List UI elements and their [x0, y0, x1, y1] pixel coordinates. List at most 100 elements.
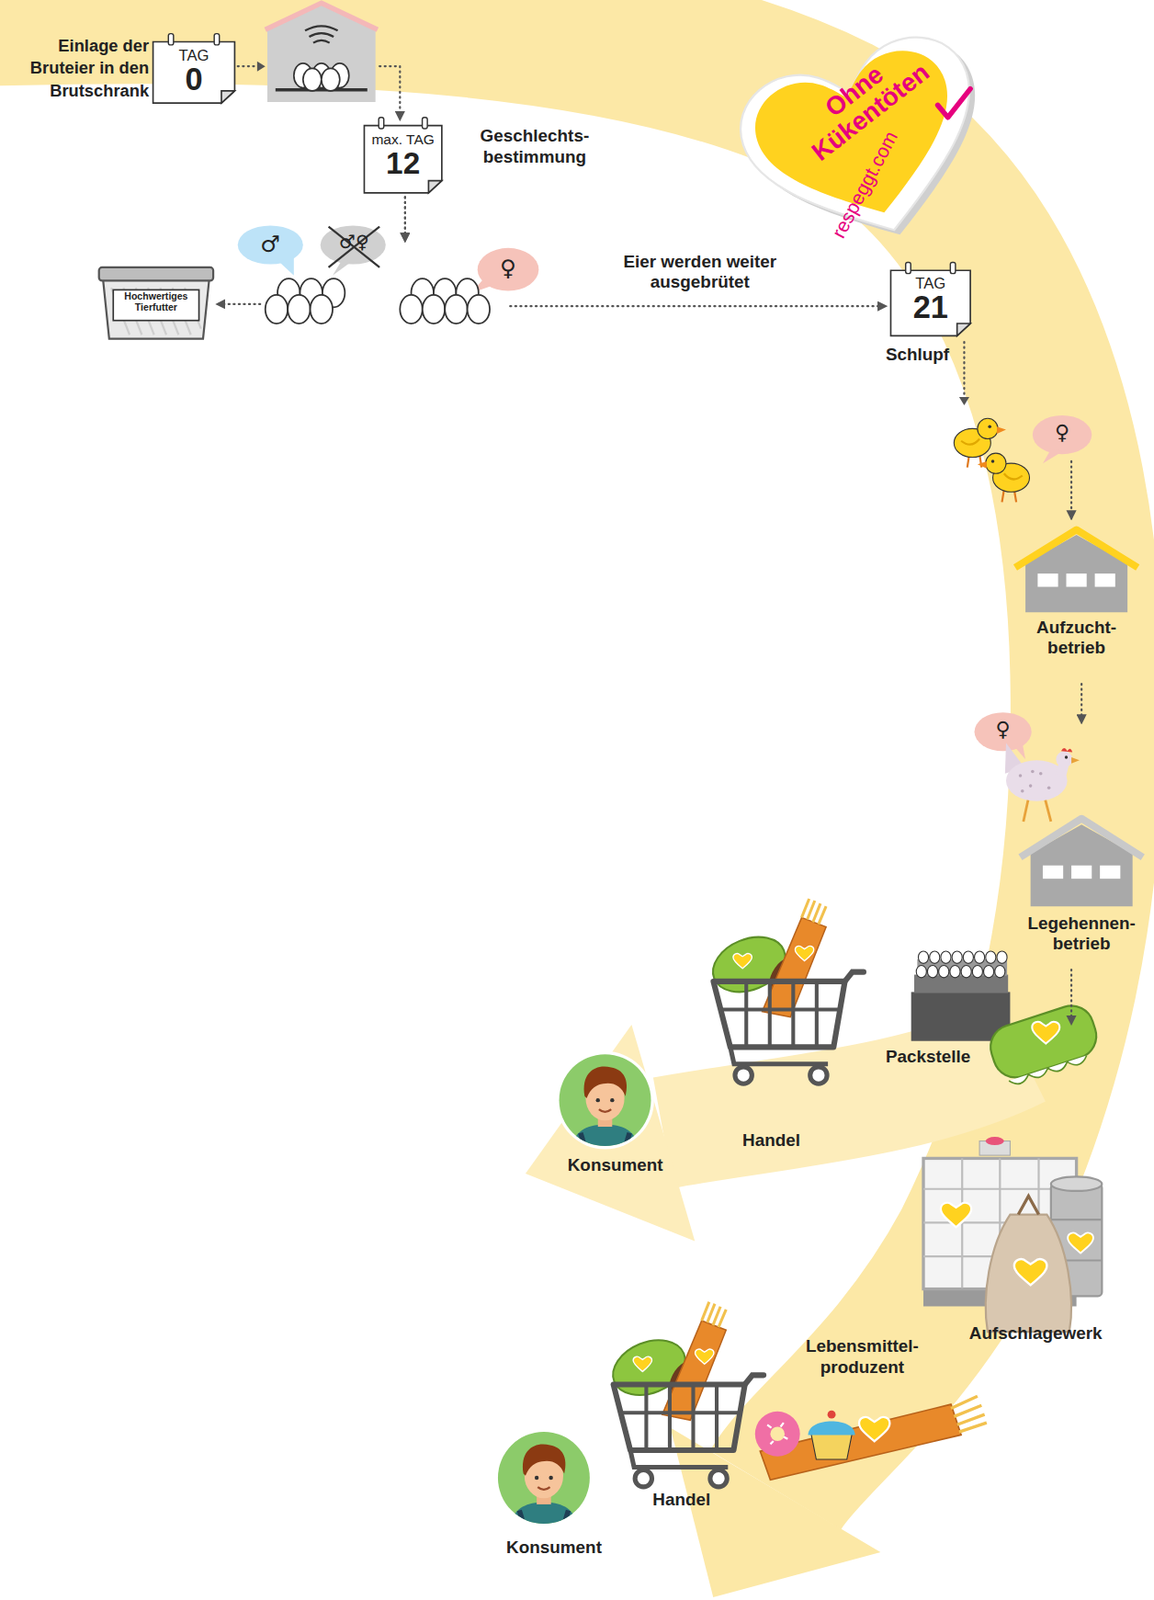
dotted-arrow [1080, 683, 1083, 723]
tub-shape [111, 287, 202, 335]
rearing-barn [1015, 529, 1138, 612]
chicks [1004, 473, 1023, 479]
hen [1018, 773, 1023, 778]
egg-clusters [422, 294, 445, 324]
rearing-farm: Aufzucht- betrieb [1015, 522, 1138, 677]
egg-trays [1008, 1054, 1089, 1087]
egg-clusters [467, 294, 490, 324]
calendar-day: max. TAG12Geschlechts- bestimmung [362, 122, 443, 194]
dotted-arrow [1070, 969, 1073, 1024]
liquid-egg-containers [1067, 1232, 1094, 1253]
chicks [996, 426, 1007, 434]
sex-bubbles [1032, 415, 1092, 454]
laying-barn [1042, 865, 1064, 879]
node-label: ♂ [249, 231, 291, 259]
hen [1064, 755, 1068, 759]
node-sublabel: 0 [151, 61, 236, 100]
food-products [859, 1416, 890, 1441]
node-sublabel: Schlupf [885, 344, 978, 365]
egg-trays [914, 974, 1008, 994]
node-label: max. TAG [362, 130, 443, 148]
egg-trays [927, 965, 938, 978]
dotted-arrow [404, 196, 407, 241]
node-sublabel: 12 [362, 145, 443, 182]
hen [1029, 783, 1033, 788]
hen [1047, 786, 1052, 791]
node-sublabel: 21 [889, 289, 972, 328]
food-producer: Lebensmittel- produzent [745, 1336, 980, 1475]
heart-shape [726, 22, 1012, 272]
incubator [321, 67, 340, 91]
hen [1061, 747, 1073, 752]
node-label: ♀ [487, 255, 529, 283]
flow-band [525, 1024, 695, 1241]
cal-shape [214, 33, 220, 46]
liquid-egg-containers [1014, 1258, 1048, 1285]
egg-trays [940, 950, 951, 963]
egg-trays [984, 999, 1105, 1089]
chicks [991, 459, 996, 464]
hen [1020, 789, 1025, 793]
incubator [303, 67, 322, 91]
chicks [959, 396, 970, 406]
dotted-arrow [237, 66, 401, 120]
egg-trays [911, 950, 1105, 1089]
edge-label: Eier werden weiter ausgebrütet [598, 251, 803, 294]
cal-shape [221, 90, 235, 103]
chicks [985, 452, 1007, 474]
food-products [755, 1411, 801, 1457]
node-label: Hochwertiges Tierfutter [114, 292, 197, 314]
hen [1005, 742, 1080, 822]
sex-bubbles [974, 712, 1032, 751]
egg-trays [974, 950, 985, 963]
chicks [953, 396, 1030, 502]
heart-shape [733, 27, 1012, 272]
calendar-day: TAG0 [151, 38, 236, 104]
egg-trays [917, 950, 928, 963]
egg-trays [916, 950, 1007, 978]
cal-shape [378, 117, 385, 129]
egg-trays [951, 950, 962, 963]
node-sublabel: Geschlechts- bestimmung [463, 126, 606, 169]
egg-clusters [265, 278, 490, 324]
liquid-egg-containers [985, 1136, 1005, 1145]
food-products [767, 1422, 788, 1444]
cal-shape [168, 33, 174, 46]
tub-shape [113, 289, 199, 320]
egg-clusters [265, 294, 288, 324]
consumer-avatar [495, 1051, 655, 1531]
egg-breaking-plant: Aufschlagewerk [913, 1127, 1128, 1347]
sex-bubbles [237, 225, 1093, 759]
liquid-egg-containers [940, 1202, 972, 1227]
node-label: Konsument [489, 1538, 619, 1559]
sex-bubbles [328, 226, 381, 268]
food-products [808, 1420, 856, 1435]
laying-barn [1030, 824, 1133, 906]
sex-bubbles [1042, 449, 1064, 464]
liquid-egg-containers [923, 1136, 1102, 1332]
laying-barn [1020, 818, 1143, 858]
shopping-cart [604, 898, 864, 1487]
sex-bubbles [320, 225, 386, 264]
egg-trays [950, 965, 961, 978]
packing-station: Packstelle [882, 947, 1103, 1090]
heart-shape [938, 89, 972, 118]
tub-shape [99, 267, 214, 281]
cal-shape [422, 117, 429, 129]
rearing-barn [1015, 529, 1138, 567]
shopping-cart [704, 898, 864, 1084]
food-products [811, 1433, 852, 1460]
rearing-barn [1095, 573, 1116, 587]
node-label: Konsument [551, 1154, 680, 1176]
sex-symbol: ♂♀ [328, 230, 381, 253]
heart-shape [726, 22, 1006, 267]
hen [1023, 797, 1052, 822]
egg-clusters [399, 294, 422, 324]
cal-shape [905, 261, 912, 273]
chicks [987, 424, 992, 429]
consumer-avatar [495, 1428, 594, 1531]
egg-trays [1031, 1021, 1060, 1044]
egg-trays [962, 950, 973, 963]
